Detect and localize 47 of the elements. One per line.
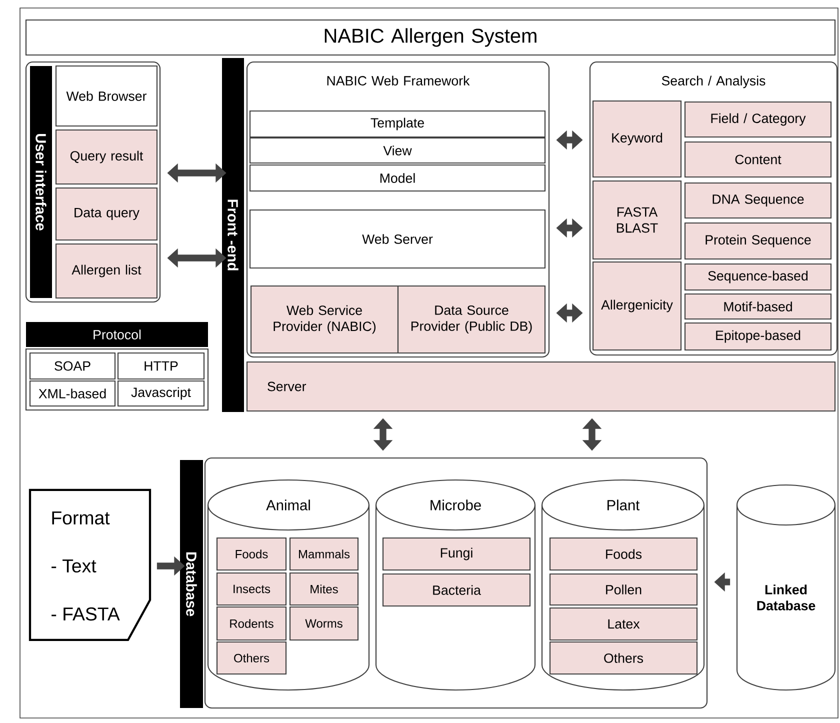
component-box: Allergenicity — [592, 261, 682, 351]
server-bar: Server — [246, 361, 836, 412]
node-label: Linked Database — [757, 584, 816, 610]
component-box: Sequence-based — [684, 263, 832, 291]
component-box: Template — [249, 110, 546, 138]
component-box: HTTP — [117, 352, 205, 380]
component-box: Web Browser — [55, 65, 158, 127]
component-box: Insects — [216, 572, 287, 606]
component-box: View — [249, 137, 546, 164]
component-box: Allergen list — [55, 243, 158, 299]
node-label: Protocol — [94, 330, 141, 340]
component-box: Query result — [55, 129, 158, 185]
component-box: Others — [216, 641, 287, 675]
component-box: Mammals — [289, 537, 359, 571]
component-box: Data Source Provider (Public DB) — [397, 285, 546, 354]
component-box: Others — [549, 641, 698, 675]
component-box: Epitope-based — [684, 322, 832, 351]
component-box: Field / Category — [684, 101, 832, 138]
database-cylinder: Linked Database — [736, 484, 836, 691]
database-box — [204, 457, 708, 709]
component-box: DNA Sequence — [684, 182, 832, 219]
component-box: Data query — [55, 187, 158, 241]
component-box: Rodents — [216, 606, 287, 641]
component-box: Keyword — [592, 100, 682, 178]
component-box: Motif-based — [684, 293, 832, 320]
component-box: Foods — [216, 537, 287, 571]
component-box: XML-based — [29, 380, 116, 407]
component-box: Bacteria — [382, 573, 531, 607]
title-box: NABIC Allergen System — [25, 19, 836, 56]
component-box: Web Service Provider (NABIC) — [250, 285, 399, 354]
component-box: Content — [684, 141, 832, 178]
component-box: Fungi — [382, 537, 531, 571]
section-bar: User interface — [30, 66, 52, 298]
component-box: Mites — [289, 572, 359, 606]
component-box: Latex — [549, 607, 698, 641]
component-box: Pollen — [549, 573, 698, 606]
section-bar: Database — [180, 460, 203, 708]
component-box: Worms — [289, 606, 359, 641]
component-box: Web Server — [249, 209, 546, 269]
panel — [25, 61, 161, 303]
component-box: FASTA BLAST — [592, 180, 682, 260]
section-bar: Front -end — [222, 58, 244, 412]
component-box: Foods — [549, 537, 698, 571]
component-box: Protein Sequence — [684, 222, 832, 260]
component-box: Javascript — [117, 380, 205, 407]
component-box: Model — [249, 164, 546, 192]
component-box: SOAP — [29, 352, 116, 380]
